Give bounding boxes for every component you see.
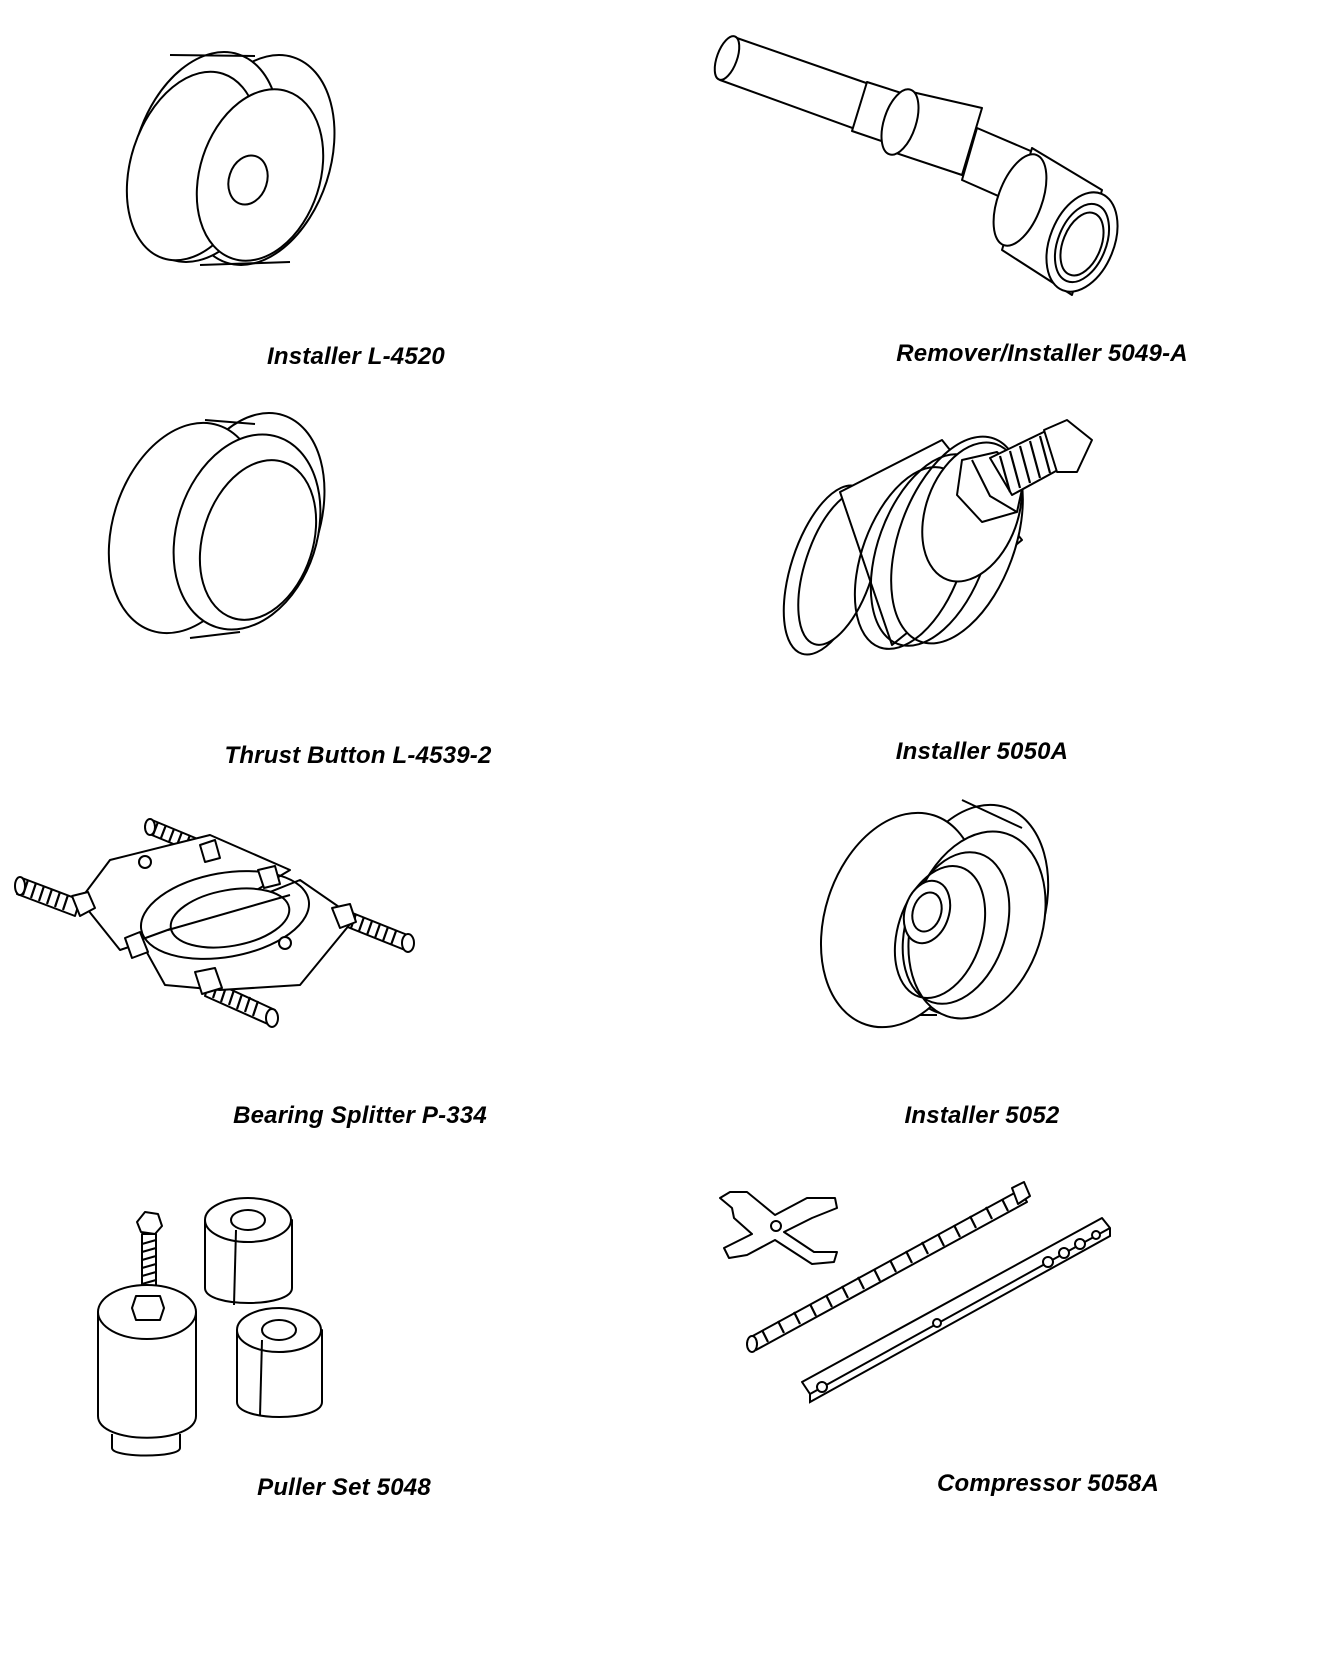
tool-installer-5050a: Installer 5050A (672, 400, 1344, 780)
caption-thrust-button-l-4539-2: Thrust Button L-4539-2 (224, 742, 492, 769)
tool-compressor-5058a: Compressor 5058A (672, 1181, 1344, 1570)
caption-installer-5052: Installer 5052 (904, 1102, 1060, 1129)
tool-thrust-button-l-4539-2: Thrust Button L-4539-2 (0, 400, 672, 780)
remover-installer-5049-a-illustration (713, 35, 1119, 296)
thrust-button-l-4539-2-illustration (107, 412, 326, 639)
installer-l-4520-illustration (125, 51, 336, 266)
caption-puller-set-5048: Puller Set 5048 (257, 1474, 431, 1501)
tool-installer-l-4520: Installer L-4520 (0, 0, 672, 380)
caption-bearing-splitter-p-334: Bearing Splitter P-334 (233, 1102, 487, 1129)
tool-installer-5052: Installer 5052 (672, 799, 1344, 1170)
caption-installer-l-4520: Installer L-4520 (267, 343, 445, 370)
tool-remover-installer-5049-a: Remover/Installer 5049-A (672, 0, 1344, 380)
tool-puller-set-5048: Puller Set 5048 (0, 1190, 672, 1570)
caption-installer-5050a: Installer 5050A (895, 738, 1069, 765)
caption-compressor-5058a: Compressor 5058A (937, 1470, 1159, 1497)
compressor-5058a-illustration (719, 1181, 1111, 1404)
puller-set-5048-illustration (97, 1197, 323, 1457)
installer-5050a-illustration (782, 419, 1093, 656)
caption-remover-installer-5049-a: Remover/Installer 5049-A (896, 340, 1188, 367)
bearing-splitter-p-334-illustration (14, 818, 415, 1028)
installer-5052-illustration (819, 799, 1050, 1029)
tool-bearing-splitter-p-334: Bearing Splitter P-334 (0, 800, 672, 1170)
